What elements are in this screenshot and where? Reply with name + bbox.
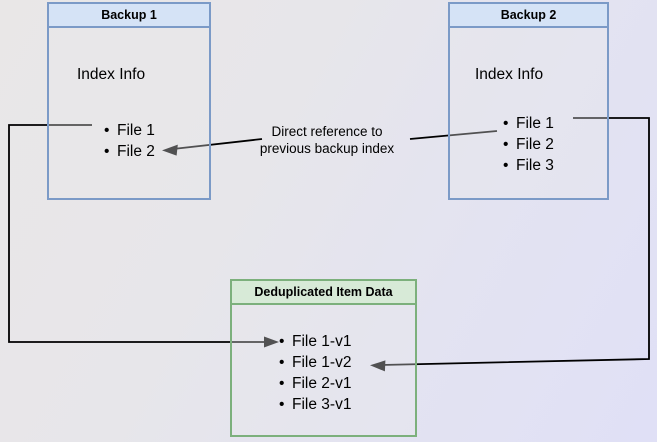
node-deduplicated-body: File 1-v1 File 1-v2 File 2-v1 File 3-v1 (232, 305, 415, 435)
list-item: File 2 (503, 134, 554, 155)
list-item: File 2-v1 (279, 373, 352, 394)
list-item: File 2 (104, 141, 155, 162)
list-item: File 1-v2 (279, 352, 352, 373)
list-item: File 3 (503, 155, 554, 176)
node-backup-2[interactable]: Backup 2 Index Info File 1 File 2 File 3 (448, 2, 609, 200)
backup-2-file-list: File 1 File 2 File 3 (500, 113, 554, 176)
edge-label-direct-reference: Direct reference to previous backup inde… (259, 124, 395, 156)
list-item: File 1-v1 (279, 331, 352, 352)
deduplicated-file-list: File 1-v1 File 1-v2 File 2-v1 File 3-v1 (276, 331, 352, 415)
list-item: File 3-v1 (279, 394, 352, 415)
backup-1-index-info-label: Index Info (77, 66, 146, 83)
backup-2-index-info-label: Index Info (475, 66, 544, 83)
node-backup-2-body: Index Info File 1 File 2 File 3 (450, 28, 607, 198)
node-backup-1-body: Index Info File 1 File 2 (49, 28, 209, 198)
node-deduplicated-item-data[interactable]: Deduplicated Item Data File 1-v1 File 1-… (230, 279, 417, 437)
list-item: File 1 (104, 120, 155, 141)
node-backup-1[interactable]: Backup 1 Index Info File 1 File 2 (47, 2, 211, 200)
node-deduplicated-header: Deduplicated Item Data (232, 281, 415, 305)
node-backup-2-header: Backup 2 (450, 4, 607, 28)
backup-1-file-list: File 1 File 2 (101, 120, 155, 162)
list-item: File 1 (503, 113, 554, 134)
node-backup-1-header: Backup 1 (49, 4, 209, 28)
